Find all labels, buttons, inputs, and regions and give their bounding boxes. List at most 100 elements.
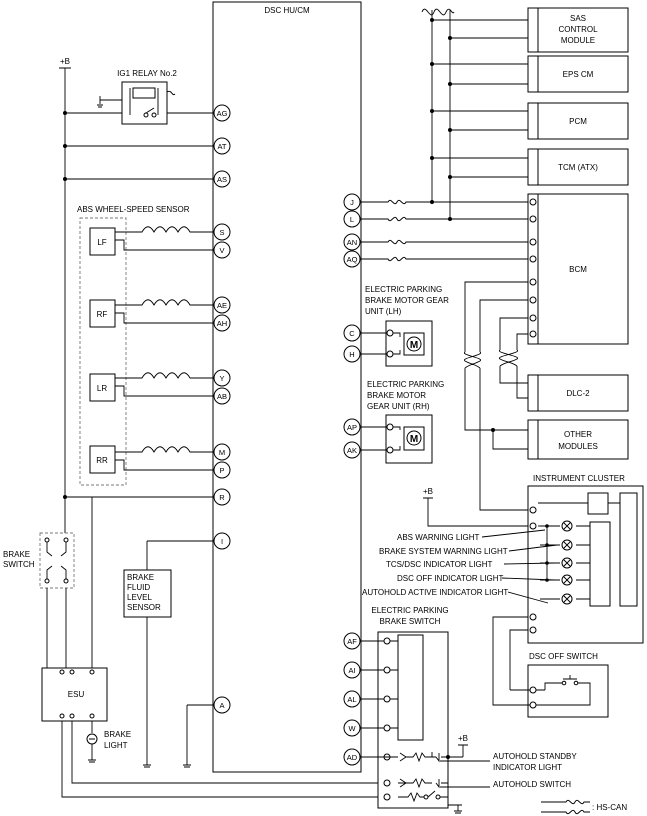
right-pin-h: H: [343, 345, 361, 363]
epb-switch-wires: [361, 637, 463, 814]
dsc-off-switch-label: DSC OFF SWITCH: [529, 652, 598, 661]
epb-rh-motor: M: [361, 414, 433, 464]
sensor-lr: LR: [89, 372, 213, 402]
bcm-pins: [529, 198, 537, 338]
right-pin-ad: AD: [343, 748, 361, 766]
abs-warning-label: ABS WARNING LIGHT: [397, 533, 479, 542]
right-pin-w: W: [343, 719, 361, 737]
tcm-atx: TCM (ATX): [527, 148, 629, 186]
svg-text:TCM (ATX): TCM (ATX): [558, 163, 598, 172]
epb-switch-b-label: +B: [458, 734, 468, 743]
left-pin-ah: AH: [213, 314, 231, 332]
epb-switch-block: [397, 634, 424, 741]
fluid-label-1: BRAKE: [127, 573, 154, 582]
left-pin-ae: AE: [213, 296, 231, 314]
dsc-off-switch: [510, 664, 609, 718]
left-pin-m: M: [213, 443, 231, 461]
left-pin-at: AT: [213, 137, 231, 155]
svg-text:M: M: [410, 340, 418, 351]
left-pin-ab: AB: [213, 387, 231, 405]
pcm: PCM: [527, 102, 629, 140]
svg-text:C: C: [349, 329, 355, 338]
can-break-symbol: [421, 8, 455, 16]
svg-text:LR: LR: [97, 384, 107, 393]
svg-text:RF: RF: [97, 310, 108, 319]
r-wire: [64, 496, 213, 533]
svg-text:OTHER: OTHER: [564, 430, 592, 439]
epb-switch-label-1: ELECTRIC PARKING: [371, 606, 448, 615]
sensor-lf: LF: [89, 226, 213, 256]
epb-lh-label-1: ELECTRIC PARKING: [365, 285, 442, 294]
can-trunk: [431, 10, 451, 219]
esu-feed-wires: [46, 497, 93, 668]
right-pin-af: AF: [343, 632, 361, 650]
wheel-sensor-group-box: [79, 217, 127, 486]
left-pin-p: P: [213, 461, 231, 479]
sensor-rr: RR: [89, 445, 213, 474]
autohold-active-label: AUTOHOLD ACTIVE INDICATOR LIGHT: [362, 588, 508, 597]
epb-rh-label-1: ELECTRIC PARKING: [367, 380, 444, 389]
svg-text:AQ: AQ: [347, 255, 358, 264]
fluid-label-4: SENSOR: [127, 603, 161, 612]
indicator-leader-lines: [481, 529, 558, 604]
svg-text:AP: AP: [347, 423, 357, 432]
ig1-relay: [121, 81, 176, 125]
sas-control-module: SAS CONTROL MODULE: [527, 7, 629, 53]
right-pin-l: L: [343, 210, 361, 228]
other-modules: OTHER MODULES: [527, 419, 629, 460]
epb-lh-label-2: BRAKE MOTOR GEAR: [365, 296, 449, 305]
dsc-off-feed: [492, 616, 528, 706]
can-aq-line: [361, 256, 528, 262]
svg-text:CONTROL: CONTROL: [558, 25, 598, 34]
cluster-b-label: +B: [423, 487, 433, 496]
brake-light-symbol: [86, 733, 98, 763]
svg-text:H: H: [349, 350, 354, 359]
esu-label: ESU: [68, 690, 85, 699]
right-pin-an: AN: [343, 233, 361, 251]
brake-light-label-2: LIGHT: [104, 741, 128, 750]
epb-rh-label-3: GEAR UNIT (RH): [367, 402, 430, 411]
svg-text:M: M: [410, 434, 418, 445]
svg-text:SAS: SAS: [570, 14, 586, 23]
svg-text:DLC-2: DLC-2: [566, 389, 590, 398]
right-pin-aq: AQ: [343, 250, 361, 268]
svg-text:PCM: PCM: [569, 117, 587, 126]
svg-text:R: R: [219, 493, 225, 502]
left-pin-as: AS: [213, 170, 231, 188]
power-b-label: +B: [60, 57, 70, 66]
tcs-dsc-label: TCS/DSC INDICATOR LIGHT: [386, 560, 492, 569]
fluid-sensor-wire: [143, 540, 213, 768]
brake-warning-label: BRAKE SYSTEM WARNING LIGHT: [379, 547, 508, 556]
autohold-standby-label-2: INDICATOR LIGHT: [493, 763, 562, 772]
svg-text:AG: AG: [217, 109, 228, 118]
svg-text:MODULE: MODULE: [561, 36, 595, 45]
hs-can-legend-label: : HS-CAN: [592, 803, 627, 812]
svg-text:W: W: [348, 724, 356, 733]
cluster-b-wire: [423, 497, 528, 527]
svg-text:LF: LF: [97, 238, 106, 247]
sensor-rf: RF: [89, 299, 213, 328]
svg-text:A: A: [219, 701, 224, 710]
right-pin-ai: AI: [343, 661, 361, 679]
svg-text:AL: AL: [347, 695, 356, 704]
right-pin-ak: AK: [343, 441, 361, 459]
svg-text:RR: RR: [96, 456, 108, 465]
esu-box: [41, 667, 108, 722]
svg-text:V: V: [219, 246, 224, 255]
brake-switch-label-2: SWITCH: [3, 560, 35, 569]
right-pin-al: AL: [343, 690, 361, 708]
right-pin-c: C: [343, 324, 361, 342]
can-j-line: [361, 199, 528, 205]
wheel-sensor-group-label: ABS WHEEL-SPEED SENSOR: [77, 205, 190, 214]
dsc-hu-cm-box: [212, 1, 362, 773]
svg-text:AN: AN: [347, 238, 357, 247]
svg-text:J: J: [350, 198, 354, 207]
svg-text:BCM: BCM: [569, 265, 587, 274]
dsc-off-ind-label: DSC OFF INDICATOR LIGHT: [397, 574, 503, 583]
brake-switch-label-1: BRAKE: [3, 550, 30, 559]
a-ground-wire: [183, 704, 213, 768]
relay-ground: [97, 96, 122, 108]
right-pin-j: J: [343, 193, 361, 211]
autohold-standby-label-1: AUTOHOLD STANDBY: [493, 752, 577, 761]
